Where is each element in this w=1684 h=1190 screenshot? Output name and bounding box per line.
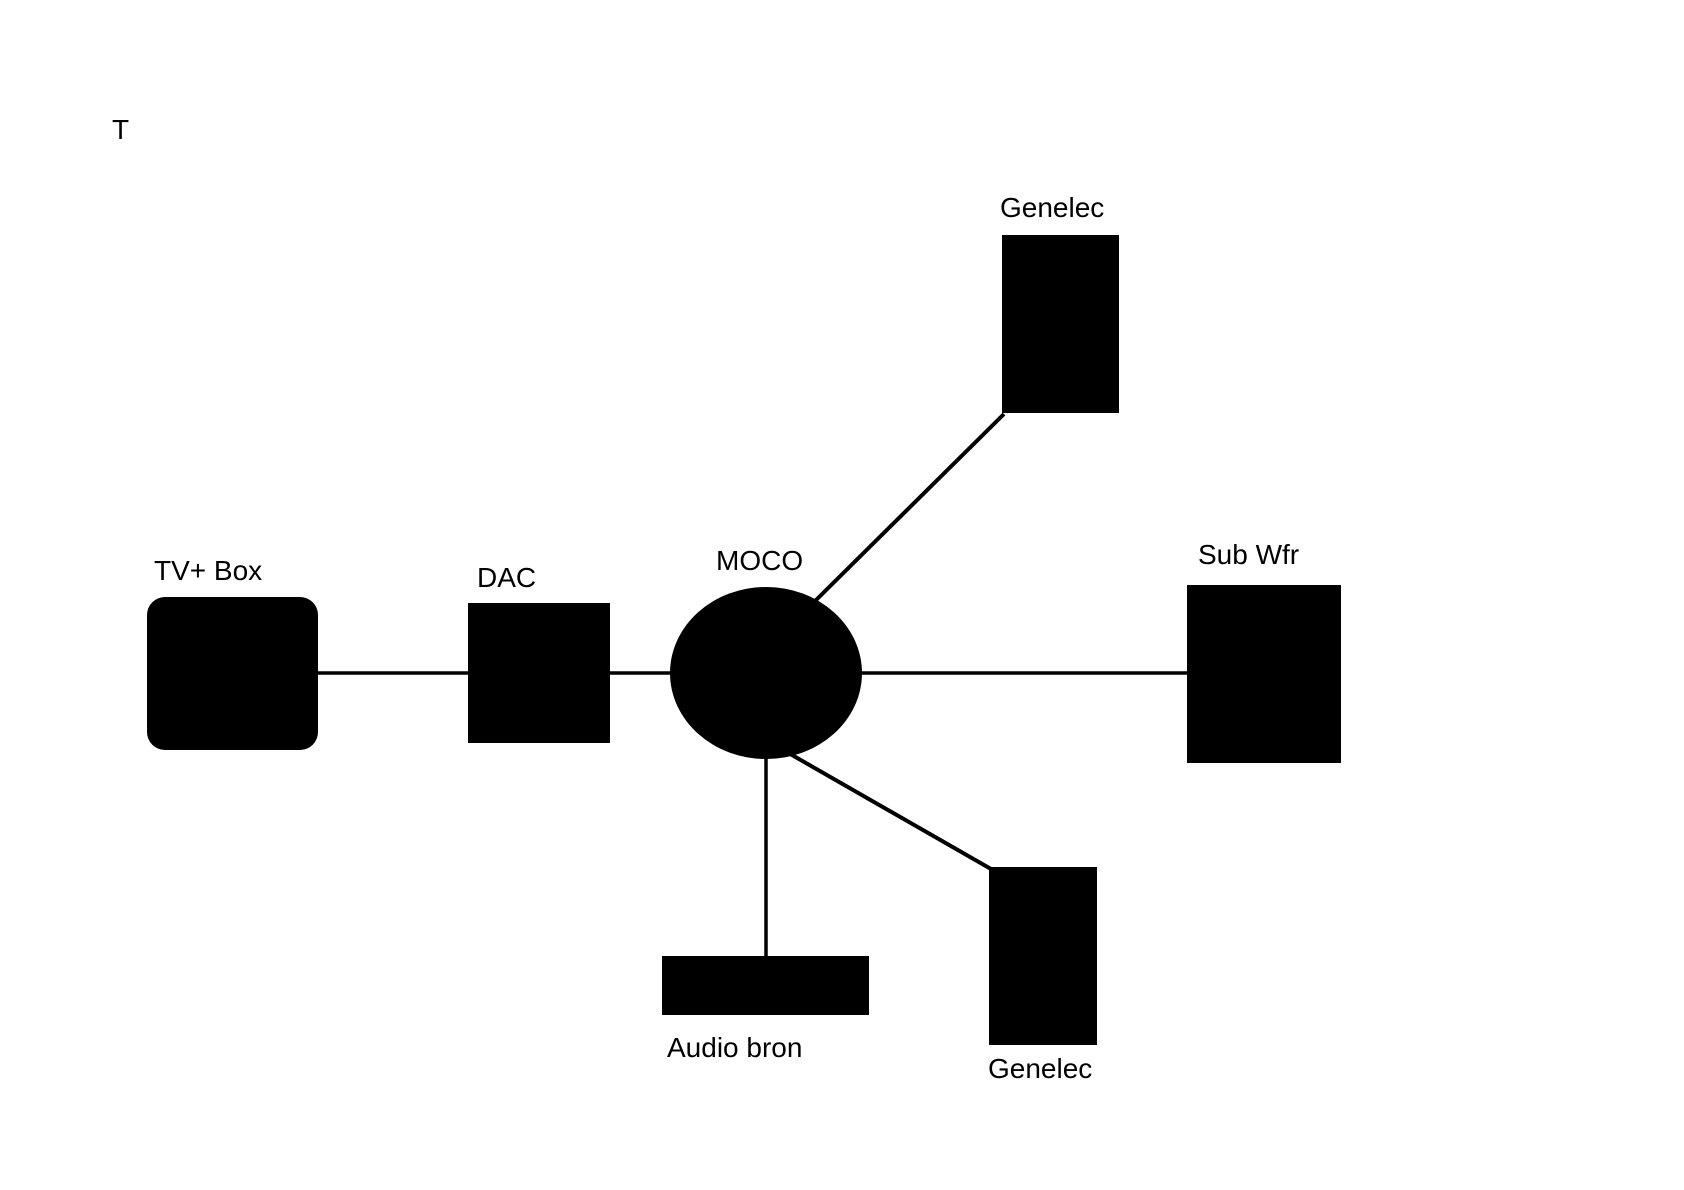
label-tv-box: TV+ Box: [154, 555, 262, 586]
node-dac: [468, 603, 610, 743]
node-sub-wfr: [1187, 585, 1341, 763]
label-dac: DAC: [477, 562, 536, 593]
label-sub-wfr: Sub Wfr: [1198, 539, 1299, 570]
label-moco: MOCO: [716, 545, 803, 576]
label-genelec-bottom: Genelec: [988, 1053, 1092, 1084]
node-moco: [670, 587, 862, 759]
node-genelec-bottom: [989, 867, 1097, 1045]
node-tv-box: [147, 597, 318, 750]
node-genelec-top: [1002, 235, 1119, 413]
edge-moco-genelec-top: [804, 412, 1006, 612]
edge-moco-genelec-bottom: [777, 745, 992, 871]
corner-label: T: [112, 114, 129, 145]
node-audio-bron: [662, 956, 869, 1015]
label-audio-bron: Audio bron: [667, 1032, 802, 1063]
label-genelec-top: Genelec: [1000, 192, 1104, 223]
